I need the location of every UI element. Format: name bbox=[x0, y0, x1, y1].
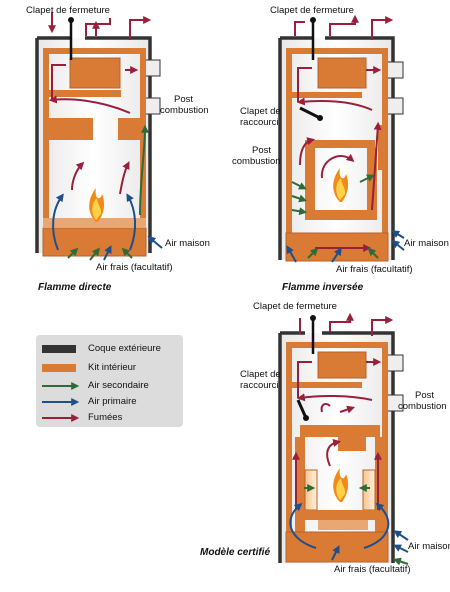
d2-air-maison-label: Air maison bbox=[404, 238, 449, 249]
d3-air-maison-label: Air maison bbox=[408, 541, 450, 552]
d1-post-label-1: Post bbox=[174, 94, 194, 105]
diagram-flamme-inversee bbox=[278, 14, 405, 263]
outer-shell bbox=[278, 36, 395, 260]
d3-post-label-2: combustion bbox=[398, 401, 447, 412]
legend-label-kit: Kit intérieur bbox=[88, 362, 137, 373]
d2-air-frais-label: Air frais (facultatif) bbox=[336, 264, 413, 275]
d2-post-label-1: Post bbox=[252, 145, 272, 156]
d3-raccourci-label-2: raccourci bbox=[240, 380, 279, 391]
d3-post-label-1: Post bbox=[415, 390, 435, 401]
d3-clapet-label: Clapet de fermeture bbox=[253, 301, 337, 312]
diagram-flamme-directe bbox=[35, 12, 163, 261]
outer-shell bbox=[35, 36, 152, 253]
d1-post-label-2: combustion bbox=[160, 105, 209, 116]
legend-swatch-shell bbox=[42, 345, 76, 353]
d3-air-frais-label: Air frais (facultatif) bbox=[334, 564, 411, 575]
damper-block bbox=[69, 57, 121, 89]
d1-caption: Flamme directe bbox=[38, 282, 112, 293]
d2-caption: Flamme inversée bbox=[282, 282, 364, 293]
legend-label-primary: Air primaire bbox=[88, 396, 137, 407]
d1-clapet-label: Clapet de fermeture bbox=[26, 5, 110, 16]
d1-air-maison-label: Air maison bbox=[165, 238, 210, 249]
d2-post-label-2: combustion bbox=[232, 156, 281, 167]
d1-air-frais-label: Air frais (facultatif) bbox=[96, 262, 173, 273]
d2-raccourci-label-2: raccourci bbox=[240, 117, 279, 128]
d3-caption: Modèle certifié bbox=[200, 547, 271, 558]
d2-raccourci-label-1: Clapet de bbox=[240, 106, 281, 117]
diagram-modele-certifie bbox=[278, 312, 409, 566]
d2-clapet-label: Clapet de fermeture bbox=[270, 5, 354, 16]
legend-swatch-kit bbox=[42, 364, 76, 372]
legend-label-fumes: Fumées bbox=[88, 412, 123, 423]
d3-raccourci-label-1: Clapet de bbox=[240, 369, 281, 380]
legend-swatches bbox=[36, 335, 183, 427]
legend-label-shell: Coque extérieure bbox=[88, 343, 161, 354]
legend-label-secondary: Air secondaire bbox=[88, 380, 149, 391]
